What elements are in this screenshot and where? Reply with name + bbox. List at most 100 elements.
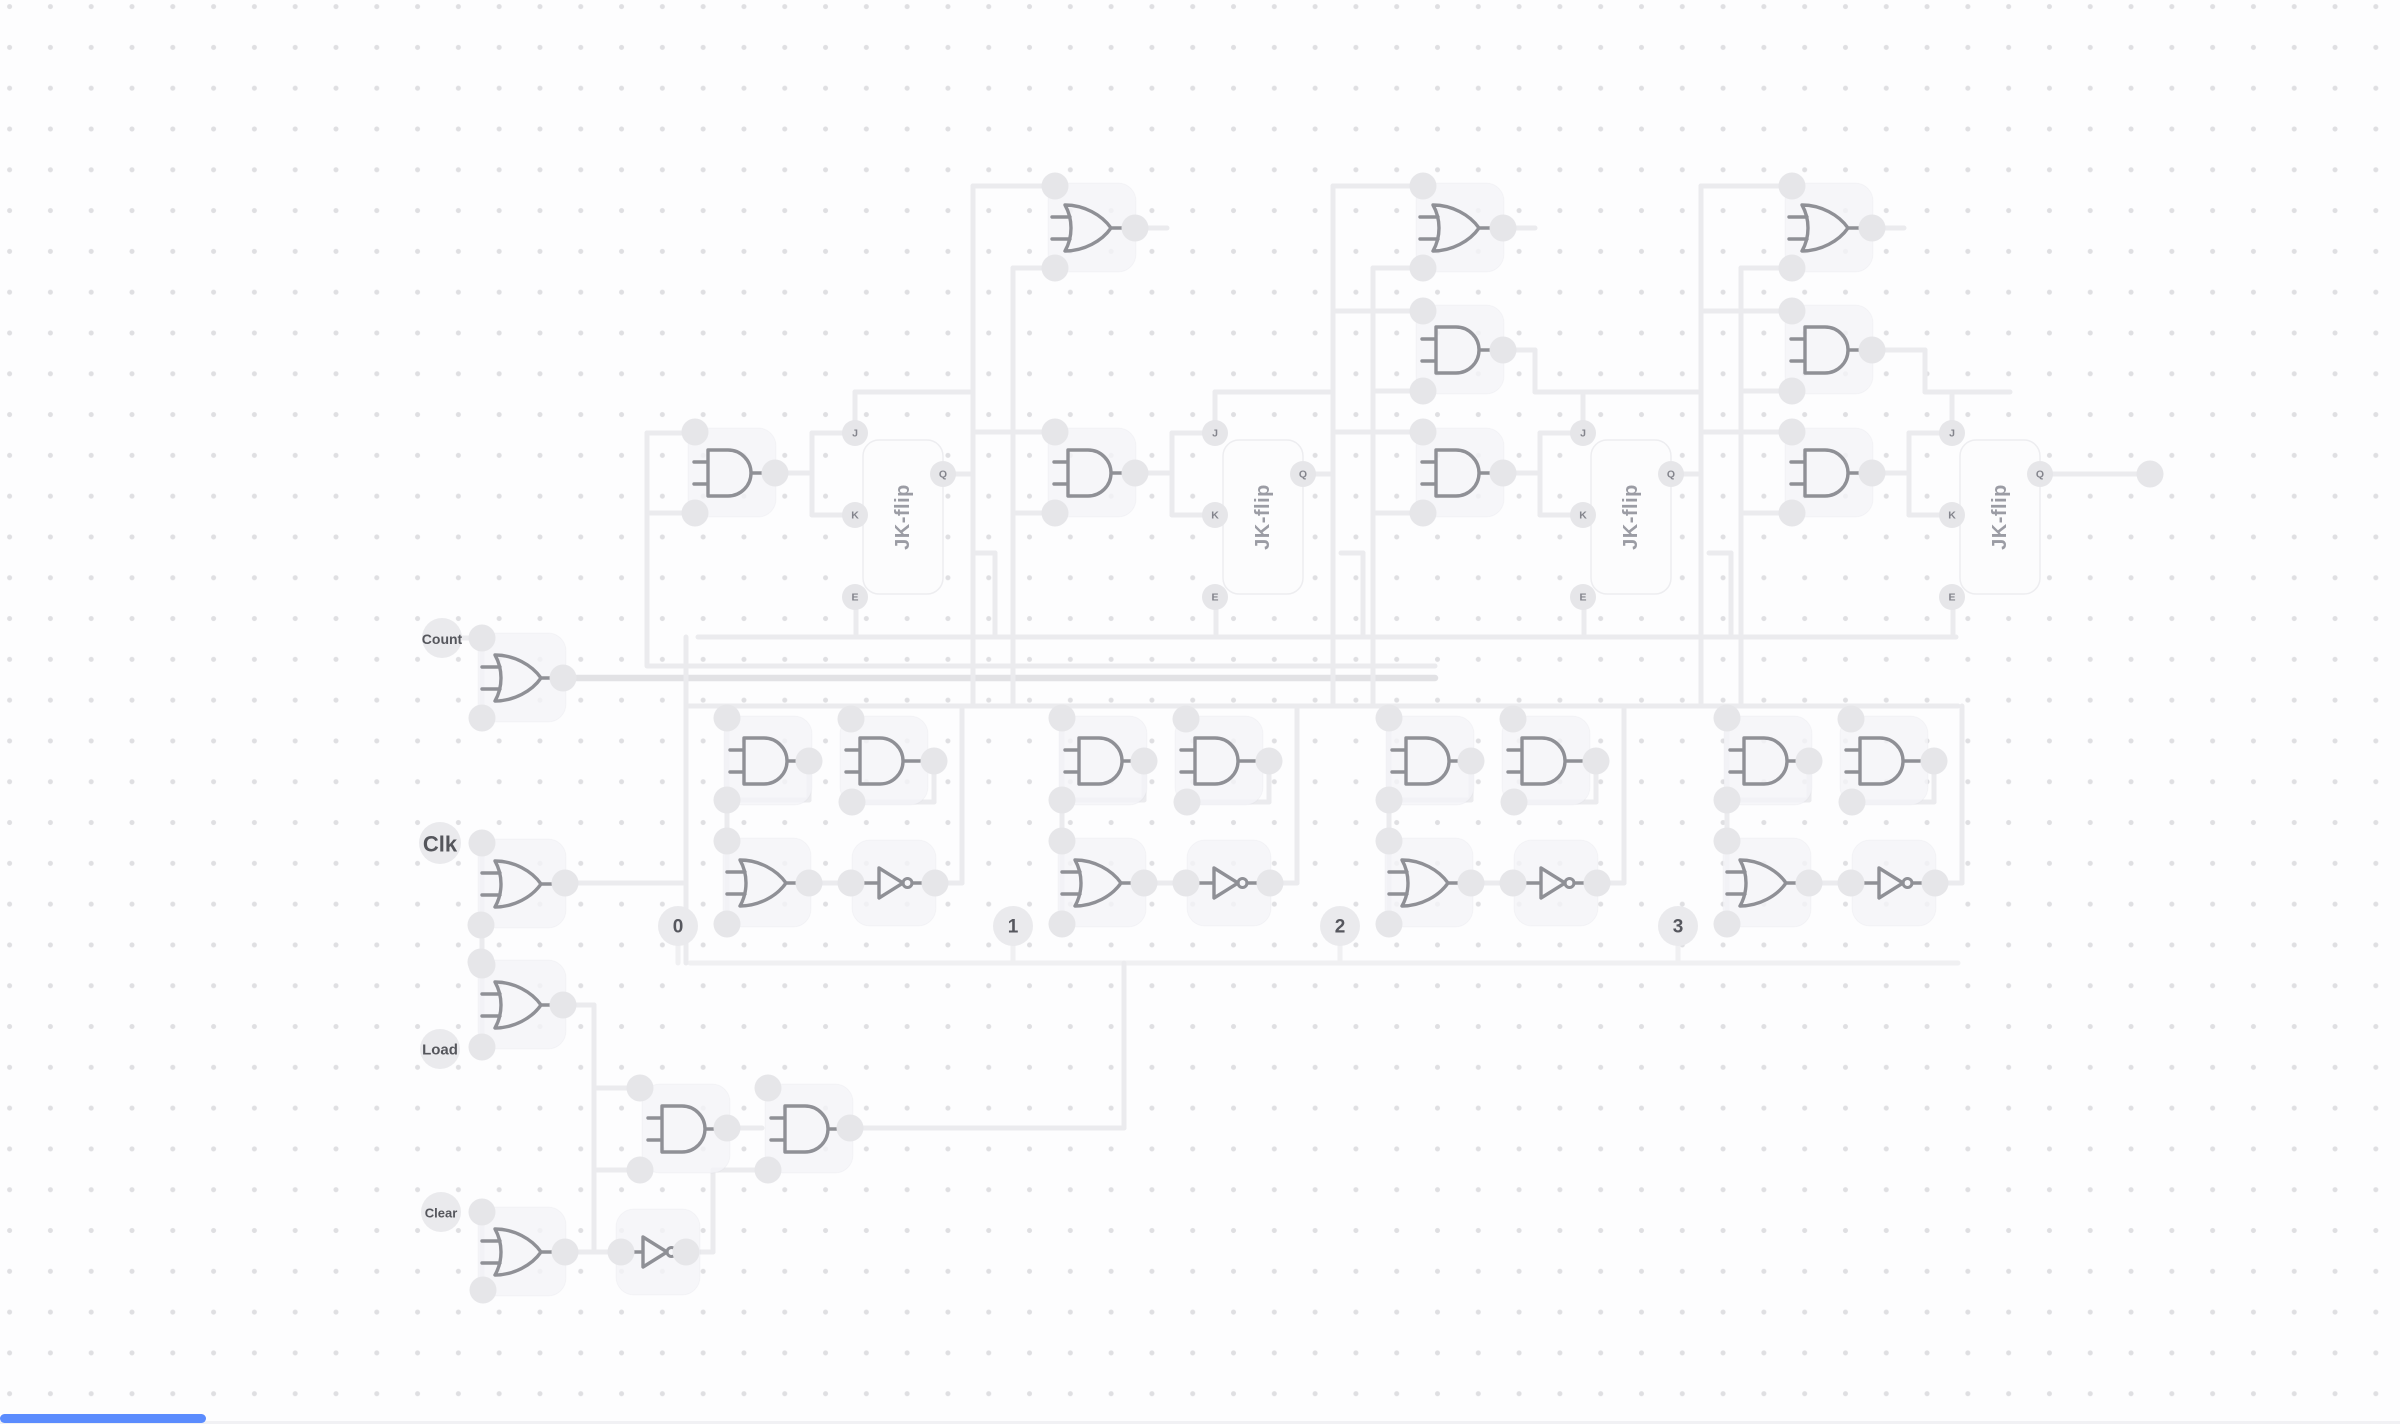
connection-pin[interactable]: [551, 869, 579, 897]
connection-pin[interactable]: [1409, 297, 1437, 325]
connection-pin[interactable]: [1795, 869, 1823, 897]
connection-pin[interactable]: [1409, 377, 1437, 405]
connection-pin[interactable]: [1489, 336, 1517, 364]
connection-pin[interactable]: [1409, 254, 1437, 282]
connection-pin[interactable]: [1858, 336, 1886, 364]
and-gate[interactable]: [844, 736, 922, 786]
or-gate[interactable]: [1060, 858, 1140, 908]
connection-pin[interactable]: [1713, 786, 1741, 814]
connection-pin[interactable]: [1489, 459, 1517, 487]
and-gate[interactable]: [1844, 736, 1922, 786]
flipflop-pin-j[interactable]: [1570, 420, 1596, 446]
connection-pin[interactable]: [1375, 827, 1403, 855]
connection-pin[interactable]: [467, 911, 495, 939]
connection-pin[interactable]: [468, 951, 496, 979]
and-gate[interactable]: [1789, 448, 1867, 498]
connection-pin[interactable]: [1499, 869, 1527, 897]
connection-pin[interactable]: [1048, 704, 1076, 732]
connection-pin[interactable]: [754, 1074, 782, 1102]
connection-pin[interactable]: [1121, 459, 1149, 487]
connection-pin[interactable]: [1778, 172, 1806, 200]
or-gate[interactable]: [1418, 203, 1498, 253]
output-node-3[interactable]: 3: [1658, 906, 1698, 946]
connection-pin[interactable]: [920, 747, 948, 775]
flipflop-pin-q[interactable]: [930, 461, 956, 487]
connection-pin[interactable]: [921, 869, 949, 897]
output-node-1[interactable]: 1: [993, 906, 1033, 946]
connection-pin[interactable]: [1457, 747, 1485, 775]
connection-pin[interactable]: [713, 704, 741, 732]
or-gate[interactable]: [480, 980, 560, 1030]
connection-pin[interactable]: [1837, 869, 1865, 897]
or-gate[interactable]: [1787, 203, 1867, 253]
connection-pin[interactable]: [1838, 788, 1866, 816]
connection-pin[interactable]: [1409, 172, 1437, 200]
or-gate[interactable]: [480, 1227, 560, 1277]
flipflop-pin-e[interactable]: [1570, 584, 1596, 610]
connection-pin[interactable]: [1048, 786, 1076, 814]
and-gate[interactable]: [1420, 448, 1498, 498]
connection-pin[interactable]: [1130, 869, 1158, 897]
output-node-0[interactable]: 0: [658, 906, 698, 946]
connection-pin[interactable]: [551, 1238, 579, 1266]
connection-pin[interactable]: [1582, 747, 1610, 775]
connection-pin[interactable]: [713, 1114, 741, 1142]
flipflop-pin-e[interactable]: [1202, 584, 1228, 610]
connection-pin[interactable]: [1409, 418, 1437, 446]
connection-pin[interactable]: [1041, 172, 1069, 200]
connection-pin[interactable]: [549, 991, 577, 1019]
flipflop-pin-k[interactable]: [1939, 502, 1965, 528]
connection-pin[interactable]: [681, 499, 709, 527]
flipflop-pin-k[interactable]: [842, 502, 868, 528]
input-node-count[interactable]: Count: [422, 618, 463, 658]
connection-pin[interactable]: [1713, 910, 1741, 938]
connection-pin[interactable]: [681, 418, 709, 446]
connection-pin[interactable]: [1713, 704, 1741, 732]
connection-pin[interactable]: [1048, 827, 1076, 855]
or-gate[interactable]: [1050, 203, 1130, 253]
connection-pin[interactable]: [1778, 418, 1806, 446]
connection-pin[interactable]: [1778, 297, 1806, 325]
connection-pin[interactable]: [1041, 499, 1069, 527]
flipflop-pin-j[interactable]: [842, 420, 868, 446]
flipflop-pin-j[interactable]: [1202, 420, 1228, 446]
connection-pin[interactable]: [672, 1238, 700, 1266]
connection-pin[interactable]: [1500, 788, 1528, 816]
connection-pin[interactable]: [754, 1156, 782, 1184]
connection-pin[interactable]: [1121, 214, 1149, 242]
connection-pin[interactable]: [549, 664, 577, 692]
connection-pin[interactable]: [837, 705, 865, 733]
connection-pin[interactable]: [1375, 910, 1403, 938]
connection-pin[interactable]: [837, 869, 865, 897]
connection-pin[interactable]: [469, 1276, 497, 1304]
connection-pin[interactable]: [1375, 786, 1403, 814]
connection-pin[interactable]: [626, 1074, 654, 1102]
connection-pin[interactable]: [838, 788, 866, 816]
connection-pin[interactable]: [468, 704, 496, 732]
connection-pin[interactable]: [713, 786, 741, 814]
and-gate[interactable]: [1420, 325, 1498, 375]
connection-pin[interactable]: [1172, 869, 1200, 897]
connection-pin[interactable]: [468, 1198, 496, 1226]
connection-pin[interactable]: [1858, 214, 1886, 242]
or-gate[interactable]: [1725, 858, 1805, 908]
horizontal-scrollbar-thumb[interactable]: [0, 1414, 206, 1423]
flipflop-pin-q[interactable]: [2027, 461, 2053, 487]
flipflop-pin-e[interactable]: [1939, 584, 1965, 610]
connection-pin[interactable]: [1489, 214, 1517, 242]
connection-pin[interactable]: [1041, 418, 1069, 446]
and-gate[interactable]: [1728, 736, 1806, 786]
flipflop-pin-k[interactable]: [1202, 502, 1228, 528]
connection-pin[interactable]: [468, 1033, 496, 1061]
or-gate[interactable]: [725, 858, 805, 908]
connection-pin[interactable]: [2136, 460, 2164, 488]
connection-pin[interactable]: [1713, 827, 1741, 855]
and-gate[interactable]: [1052, 448, 1130, 498]
connection-pin[interactable]: [1130, 747, 1158, 775]
connection-pin[interactable]: [1921, 869, 1949, 897]
and-gate[interactable]: [1179, 736, 1257, 786]
and-gate[interactable]: [1506, 736, 1584, 786]
